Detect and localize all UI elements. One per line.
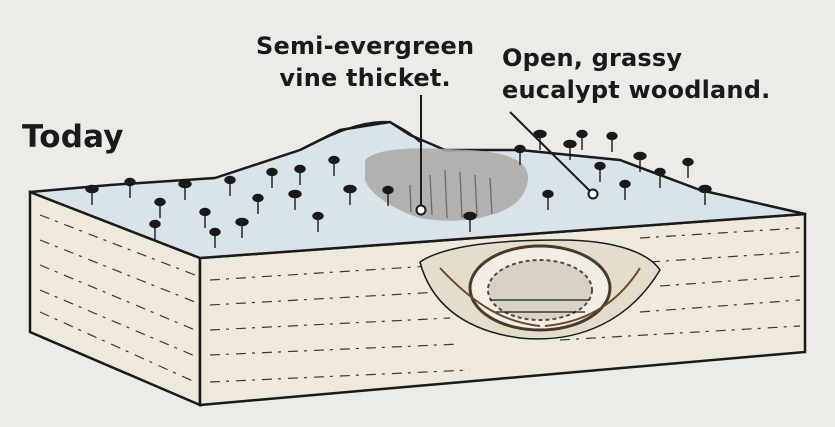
- diagram-title: Today: [22, 117, 124, 157]
- woodland-label: Open, grassy eucalypt woodland.: [502, 42, 770, 106]
- woodland-label-line-1: Open, grassy: [502, 42, 770, 74]
- vine-thicket-label-line-1: Semi-evergreen: [256, 30, 474, 62]
- tree: [577, 131, 587, 151]
- tree: [607, 133, 617, 153]
- vine-thicket-label-line-2: vine thicket.: [256, 62, 474, 94]
- tree: [683, 159, 693, 179]
- vine-thicket-marker: [417, 206, 426, 215]
- woodland-marker: [589, 190, 598, 199]
- vine-thicket-label: Semi-evergreen vine thicket.: [256, 30, 474, 94]
- woodland-label-line-2: eucalypt woodland.: [502, 74, 770, 106]
